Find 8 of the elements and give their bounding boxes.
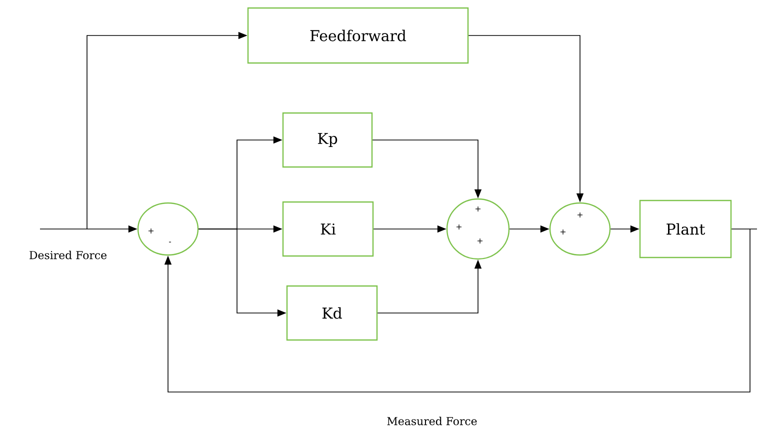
block-box: Plant [639,200,732,258]
block-box: Kp [282,112,373,168]
block-box: Feedforward [247,7,469,64]
edge-label: Measured Force [386,416,478,426]
edge-label: Desired Force [28,250,108,260]
arrow [164,228,758,392]
block-box: Kd [286,285,378,341]
block-box: Ki [282,201,374,257]
